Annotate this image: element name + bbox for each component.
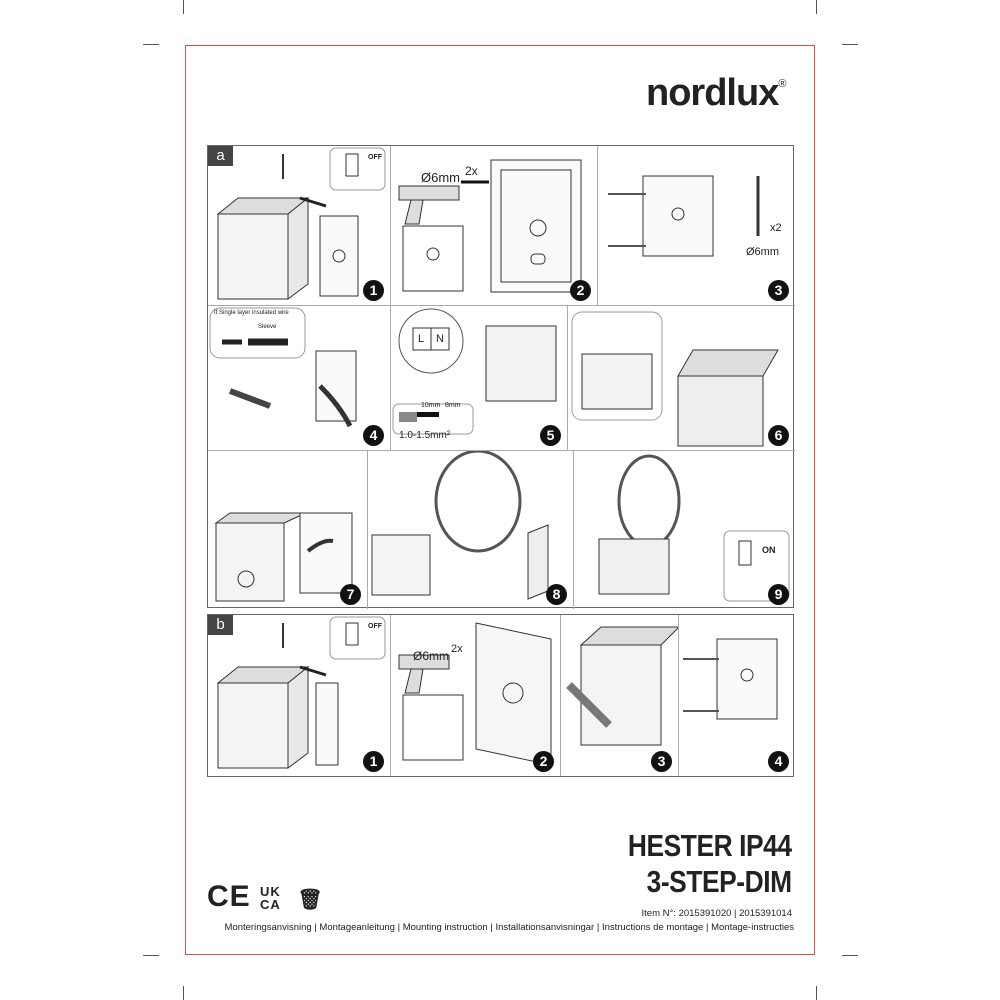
page-border [185,45,815,955]
weee-bin-icon: 🗑 [297,889,324,911]
product-name: HESTER IP44 [628,828,792,863]
section-a: a OFF 1 Ø6mm 2x 2 x2 Ø6mm 3 [207,145,795,609]
wall-plate-illustration [608,175,760,257]
step-number: 1 [363,280,384,301]
mount-illustration [216,147,386,300]
crop-mark [842,955,858,956]
step-number: 1 [363,751,384,772]
step-panel-a3: x2 Ø6mm 3 [598,146,795,306]
step-number: 3 [768,280,789,301]
step-panel-a5: L N 10mm 8mm 1.0-1.5mm² 5 [391,306,568,451]
step-number: 4 [363,425,384,446]
drill-size-label: Ø6mm [413,649,449,663]
quantity-label: x2 [770,222,782,234]
step-number: 6 [768,425,789,446]
off-label: OFF [368,623,382,630]
step-panel-a7: 7 [208,451,368,609]
crop-mark [842,44,858,45]
step-panel-b2: Ø6mm 2x 2 [391,615,561,776]
section-label: b [208,615,233,635]
section-label: a [208,146,233,166]
open-lamp-illustration [566,626,678,746]
step-number: 4 [768,751,789,772]
on-label: ON [762,545,776,555]
crop-mark [816,0,817,14]
wall-plate-illustration [683,638,778,720]
drill-illustration [398,622,552,766]
section-b: b OFF 1 Ø6mm 2x 2 3 4 [207,614,794,777]
crop-mark [183,986,184,1000]
wire-gauge-label: 1.0-1.5mm² [399,430,451,441]
quantity-label: 2x [465,164,478,178]
terminal-illustration [392,308,557,435]
step-number: 2 [533,751,554,772]
step-number: 2 [570,280,591,301]
brand-logo: nordlux® [646,72,786,115]
step-panel-b3: 3 [561,615,679,776]
step-panel-a1: OFF 1 [208,146,391,306]
drill-size-label: Ø6mm [746,246,779,258]
connect-illustration [571,311,779,447]
step-number: 7 [340,584,361,605]
ce-mark: CE [207,880,251,913]
ukca-mark: UK CA [260,884,281,913]
crop-mark [183,0,184,14]
drill-size-label: Ø6mm [421,170,460,185]
registered-mark: ® [778,78,786,90]
wiring-illustration [209,307,357,428]
fix-lamp-illustration [214,512,353,602]
step-panel-a2: Ø6mm 2x 2 [391,146,598,306]
step-number: 8 [546,584,567,605]
product-variant: 3-STEP-DIM [646,864,793,899]
ring-illustration [371,451,549,600]
strip-length-label: 8mm [445,402,461,409]
languages-line: Monteringsanvisning | Montageanleitung |… [224,922,794,933]
crop-mark [143,44,159,45]
item-number: Item N°: 2015391020 | 2015391014 [641,908,792,919]
terminal-n-label: N [436,333,444,345]
certification-marks: CE UK CA 🗑 [207,880,324,914]
brand-name: nordlux [646,72,779,114]
step-panel-a6: 6 [568,306,795,451]
step-panel-a4: If Single layer insulated wire Sleeve 4 [208,306,391,451]
crop-mark [143,955,159,956]
crop-mark [816,986,817,1000]
step-number: 5 [540,425,561,446]
step-panel-b1: OFF 1 [208,615,391,776]
quantity-label: 2x [451,643,463,655]
step-number: 9 [768,584,789,605]
strip-length-label: 10mm [421,402,441,409]
step-number: 3 [651,751,672,772]
sleeve-label: Sleeve [258,324,277,330]
finished-lamp-illustration [598,454,790,602]
mount-illustration [216,616,386,769]
terminal-l-label: L [418,333,425,345]
step-panel-b4: 4 [679,615,795,776]
drill-illustration [398,159,582,293]
off-label: OFF [368,154,382,161]
step-panel-a9: ON 9 [574,451,795,609]
step-panel-a8: 8 [368,451,574,609]
single-layer-note: If Single layer insulated wire [214,310,289,316]
